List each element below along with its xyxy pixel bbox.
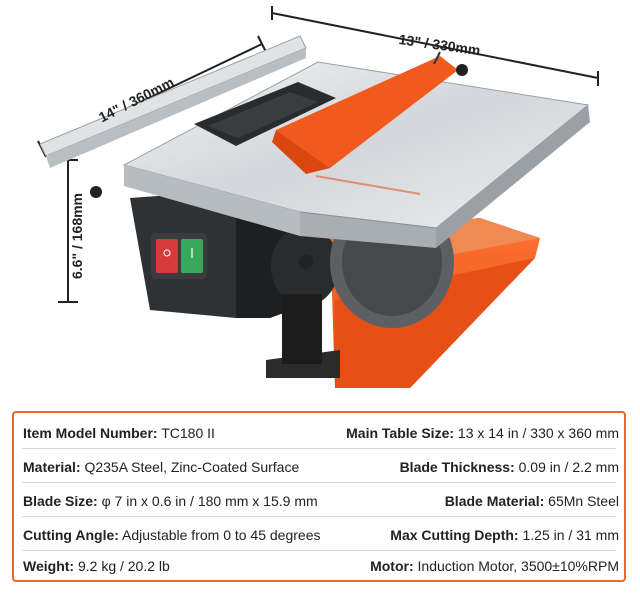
row-divider bbox=[22, 550, 616, 551]
specifications-panel: Item Model Number: TC180 II Main Table S… bbox=[12, 411, 626, 582]
spec-blade-thickness: Blade Thickness: 0.09 in / 2.2 mm bbox=[399, 459, 619, 475]
spec-row: Item Model Number: TC180 II Main Table S… bbox=[14, 417, 624, 449]
blade-guard bbox=[272, 51, 468, 174]
spec-blade-size: Blade Size: φ 7 in x 0.6 in / 180 mm x 1… bbox=[23, 493, 318, 509]
spec-material: Material: Q235A Steel, Zinc-Coated Surfa… bbox=[23, 459, 300, 475]
spec-row: Blade Size: φ 7 in x 0.6 in / 180 mm x 1… bbox=[14, 485, 624, 517]
spec-main-table-size: Main Table Size: 13 x 14 in / 330 x 360 … bbox=[346, 425, 619, 441]
spec-blade-material: Blade Material: 65Mn Steel bbox=[444, 493, 619, 509]
spec-row: Material: Q235A Steel, Zinc-Coated Surfa… bbox=[14, 451, 624, 483]
row-divider bbox=[22, 448, 616, 449]
spec-max-cutting-depth: Max Cutting Depth: 1.25 in / 31 mm bbox=[390, 527, 619, 543]
spec-motor: Motor: Induction Motor, 3500±10%RPM bbox=[370, 558, 619, 574]
spec-cutting-angle: Cutting Angle: Adjustable from 0 to 45 d… bbox=[23, 527, 321, 543]
width-dimension-line bbox=[271, 6, 599, 86]
row-divider bbox=[22, 482, 616, 483]
height-dimension-label: 6.6" / 168mm bbox=[69, 192, 86, 280]
miter-gauge bbox=[194, 82, 336, 146]
tile-saw-illustration bbox=[37, 6, 599, 388]
product-figure: 13" / 330mm 14" / 360mm 6.6" / 168mm bbox=[37, 6, 599, 388]
fence-lock-knob bbox=[90, 186, 102, 198]
rip-fence bbox=[39, 35, 307, 168]
spec-row: Weight: 9.2 kg / 20.2 lb Motor: Inductio… bbox=[14, 550, 624, 582]
spec-weight: Weight: 9.2 kg / 20.2 lb bbox=[23, 558, 170, 574]
row-divider bbox=[22, 516, 616, 517]
bevel-lock-knob bbox=[299, 255, 313, 269]
power-switch bbox=[151, 233, 207, 279]
spec-model-number: Item Model Number: TC180 II bbox=[23, 425, 215, 441]
warning-label bbox=[282, 294, 322, 364]
spec-row: Cutting Angle: Adjustable from 0 to 45 d… bbox=[14, 519, 624, 551]
